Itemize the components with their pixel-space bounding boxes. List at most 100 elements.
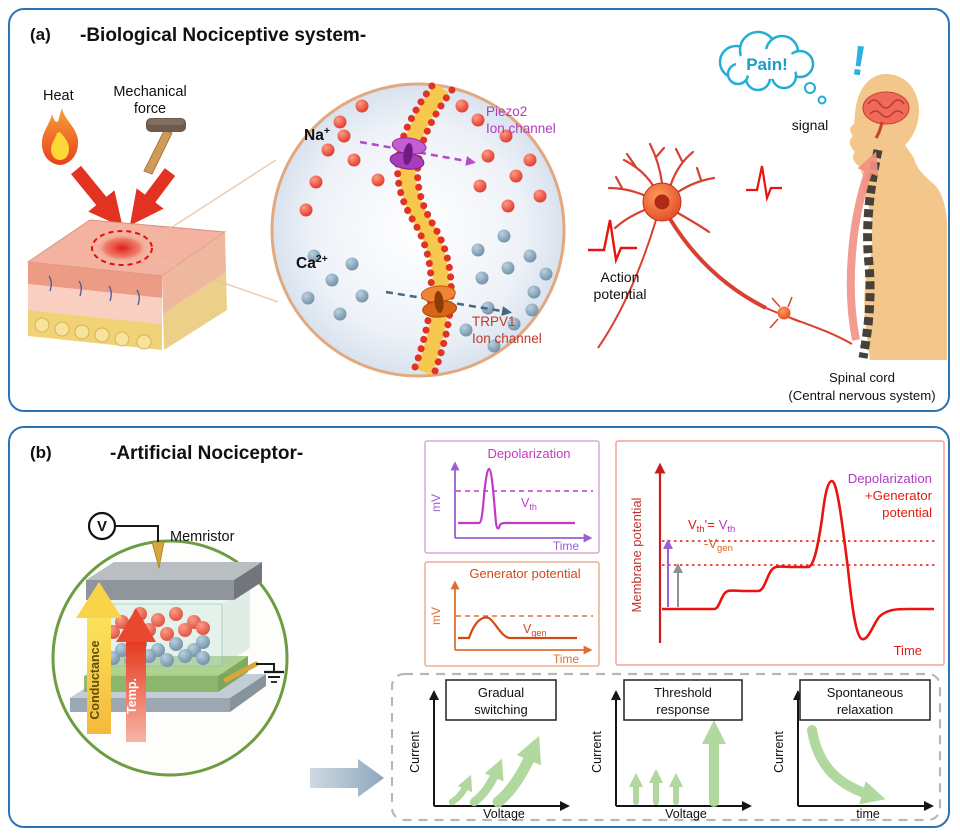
- trpv1-label-1: TRPV1: [472, 314, 516, 329]
- action-potential-label-1: Action: [601, 269, 640, 285]
- fat-cells: [34, 317, 152, 350]
- axon: [668, 217, 767, 310]
- characteristics-box: [390, 672, 942, 822]
- skin-block: [26, 219, 227, 350]
- heat-label: Heat: [43, 88, 74, 104]
- relaxation-title-1: Spontaneous: [827, 685, 904, 700]
- plot-depolarization: Depolarization mV Time Vth: [424, 440, 600, 554]
- piezo2-channel: [389, 137, 427, 170]
- conductance-label: Conductance: [88, 640, 102, 719]
- membrane-legend-1: Depolarization: [848, 471, 932, 486]
- dendrites: [607, 142, 716, 234]
- sodium-ions: [299, 99, 547, 217]
- exclamation-mark: !: [849, 36, 869, 84]
- vgen-equation-part: -Vgen: [704, 536, 733, 554]
- depolarization-xlabel: Time: [553, 539, 580, 553]
- vth-label: Vth: [521, 496, 537, 512]
- action-potential-label-2: potential: [594, 286, 647, 302]
- top-electrode: [86, 562, 262, 600]
- gradual-arrows: [448, 735, 542, 808]
- voltmeter-label: V: [97, 518, 107, 535]
- skin-hairs: [48, 275, 140, 306]
- zoom-connector-lines: [151, 159, 279, 303]
- vgen-label: Vgen: [523, 622, 546, 638]
- na-label: Na+: [304, 125, 330, 144]
- mechanical-label-2: force: [134, 101, 166, 117]
- gradual-title-2: switching: [474, 702, 527, 717]
- flame-icon: [41, 108, 79, 165]
- panel-a-tag: (a): [30, 25, 51, 44]
- memristor-label: Memristor: [170, 529, 235, 545]
- temp-label: Temp.: [125, 678, 139, 714]
- relaxation-arrow: [807, 725, 886, 805]
- concept-spontaneous-relaxation: Current time Spontaneous relaxation: [772, 679, 934, 821]
- threshold-arrows: [628, 719, 727, 807]
- concept-threshold-response: Current Voltage Threshold response: [590, 679, 752, 821]
- cell-membrane: [394, 82, 456, 378]
- vth-prime-equation: Vth'=Vth: [688, 517, 735, 535]
- threshold-title-1: Threshold: [654, 685, 712, 700]
- depolarization-ylabel: mV: [429, 494, 443, 512]
- membrane-curve: [662, 479, 934, 641]
- cation-spheres: [106, 607, 210, 641]
- relaxation-title-2: relaxation: [837, 702, 893, 717]
- signal-waveform: [746, 165, 782, 203]
- threshold-ylabel: Current: [590, 731, 604, 773]
- plot-generator: Generator potential mV Time Vgen: [424, 561, 600, 667]
- nucleus: [654, 194, 670, 210]
- terminal-neuron: [777, 306, 791, 320]
- temp-arrow: Temp.: [116, 608, 156, 742]
- link-arrow: [310, 759, 384, 797]
- piezo2-label-2: Ion channel: [486, 121, 556, 136]
- relaxation-xlabel: time: [856, 807, 880, 821]
- panel-b-title: -Artificial Nociceptor-: [110, 443, 303, 464]
- depolarization-title: Depolarization: [487, 446, 570, 461]
- ground-icon: [256, 663, 284, 683]
- calcium-ions: [301, 229, 553, 353]
- threshold-title-2: response: [656, 702, 709, 717]
- generator-curve: [458, 616, 577, 640]
- panel-a-biological: (a) -Biological Nociceptive system- Heat…: [8, 8, 950, 412]
- na-flow-arrow: [359, 140, 476, 166]
- gradual-xlabel: Voltage: [483, 807, 525, 821]
- concept-gradual-switching: Current Voltage Gradual switching: [408, 679, 570, 821]
- threshold-xlabel: Voltage: [665, 807, 707, 821]
- spinal-cord-label-1: Spinal cord: [829, 370, 895, 385]
- panel-b-tag: (b): [30, 443, 52, 462]
- panel-a-canvas: (a) -Biological Nociceptive system- Heat…: [26, 25, 947, 403]
- mechanical-label-1: Mechanical: [113, 84, 186, 100]
- membrane-legend-2: +Generator: [865, 488, 933, 503]
- relaxation-ylabel: Current: [772, 731, 786, 773]
- action-potential-waveform: [588, 219, 637, 265]
- thought-cloud-icon: Pain!: [718, 30, 827, 105]
- neuron: [597, 142, 853, 349]
- conductance-arrow: Conductance: [76, 582, 122, 734]
- depolarization-curve: [458, 467, 575, 530]
- human-body: [846, 74, 947, 360]
- piezo2-label-1: Piezo2: [486, 104, 527, 119]
- spinal-cord-label-2: (Central nervous system): [788, 388, 935, 403]
- brain: [862, 91, 910, 139]
- gradual-ylabel: Current: [408, 731, 422, 773]
- generator-title: Generator potential: [469, 566, 580, 581]
- ca-label: Ca2+: [296, 253, 328, 272]
- generator-ylabel: mV: [429, 607, 443, 625]
- spine: [858, 149, 883, 359]
- pain-spot: [98, 235, 146, 261]
- trpv1-channel: [420, 285, 458, 318]
- pain-label: Pain!: [746, 55, 788, 74]
- voltmeter-wire: [115, 525, 159, 542]
- gradual-title-1: Gradual: [478, 685, 524, 700]
- plot-membrane-potential: Membrane potential Time Depolarization +…: [615, 440, 945, 666]
- voltmeter-icon: [87, 511, 117, 541]
- membrane-legend-3: potential: [882, 505, 932, 520]
- membrane-ylabel: Membrane potential: [629, 497, 644, 612]
- panel-b-canvas: (b) -Artificial Nociceptor-: [30, 440, 945, 822]
- spinal-signal-arrow: [846, 151, 879, 341]
- signal-label: signal: [792, 117, 829, 133]
- hammer-icon: [143, 118, 186, 175]
- panel-b-artificial: (b) -Artificial Nociceptor-: [8, 426, 950, 828]
- bottom-probe: [223, 661, 259, 683]
- memristor-device: Conductance Temp. V: [70, 511, 284, 742]
